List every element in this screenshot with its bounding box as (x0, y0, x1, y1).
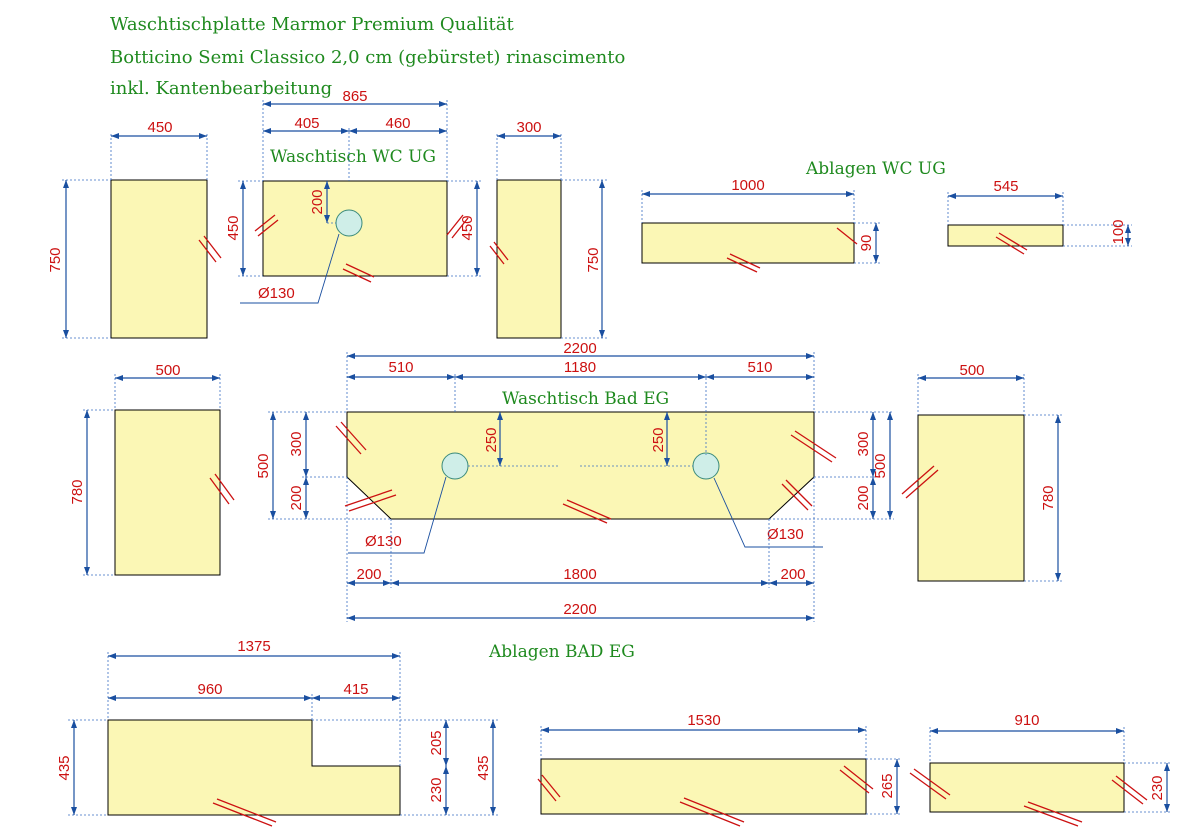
dim-shelf-l-960: 960 (197, 681, 222, 698)
part-wc-left-slab (110, 179, 208, 339)
sink-hole (335, 209, 363, 237)
header-line-2: Botticino Semi Classico 2,0 cm (gebürste… (110, 47, 625, 68)
label-waschtisch-bad-eg: Waschtisch Bad EG (502, 389, 669, 409)
dim-bad-hole-right-diameter: Ø130 (767, 526, 804, 543)
shelf-bad-l-slab (107, 719, 401, 816)
dim-bad-top-depth-right: 500 (872, 453, 889, 478)
shelf-bad-1530-slab (540, 758, 867, 815)
dim-shelf-230: 230 (1149, 775, 1166, 800)
part-ablagen-wc: Ablagen WC UG 1000 90 545 100 (641, 159, 1132, 273)
dim-shelf-l-415: 415 (343, 681, 368, 698)
dim-shelf-1530: 1530 (687, 712, 720, 729)
dim-wc-left-width: 450 (147, 119, 172, 136)
part-bad-right: 500 780 (901, 362, 1063, 582)
shelf-bad-l-shape: 1375 960 415 435 205 230 435 (56, 638, 498, 827)
dim-wc-hole-diameter: Ø130 (258, 285, 295, 302)
dim-wc-left-height: 750 (47, 247, 64, 272)
dim-wc-top-right-offset: 460 (385, 115, 410, 132)
part-wc-top: Waschtisch WC UG 865 405 460 200 450 450… (225, 88, 482, 304)
dim-wc-top-depth-right: 450 (459, 215, 476, 240)
dim-shelf-l-435-right: 435 (475, 755, 492, 780)
dim-wc-top-width: 865 (342, 88, 367, 105)
sink-hole-right (692, 452, 720, 480)
shelf-wc-545 (947, 224, 1064, 247)
dim-bad-bottom-1800: 1800 (563, 566, 596, 583)
dim-shelf-wc-545: 545 (993, 178, 1018, 195)
dim-shelf-wc-1000: 1000 (731, 177, 764, 194)
dim-bad-left-200: 200 (288, 485, 305, 510)
shelf-wc-1000 (641, 222, 855, 264)
part-bad-top: Waschtisch Bad EG 2200 510 1180 510 250 … (255, 340, 894, 622)
part-wc-right: 300 750 (489, 119, 607, 339)
part-bad-top-slab (346, 411, 815, 520)
dim-bad-top-total: 2200 (563, 340, 596, 357)
label-ablagen-wc-ug: Ablagen WC UG (805, 159, 946, 179)
dim-bad-left-300: 300 (288, 431, 305, 456)
dim-bad-right-300: 300 (855, 431, 872, 456)
dim-wc-hole-depth: 200 (309, 189, 326, 214)
dim-bad-bottom-total: 2200 (563, 601, 596, 618)
header-line-3: inkl. Kantenbearbeitung (110, 78, 332, 99)
dim-bad-hole-left-diameter: Ø130 (365, 533, 402, 550)
shelf-bad-910-slab (929, 762, 1125, 813)
dim-shelf-l-435-left: 435 (56, 755, 73, 780)
dim-shelf-910: 910 (1014, 712, 1039, 729)
part-wc-top-slab (262, 180, 448, 277)
part-wc-left: 450 750 (47, 119, 222, 339)
dim-bad-right-200: 200 (855, 485, 872, 510)
dim-bad-left-height: 780 (69, 479, 86, 504)
part-bad-right-slab (917, 414, 1025, 582)
dim-bad-top-1180: 1180 (564, 359, 596, 376)
label-waschtisch-wc-ug: Waschtisch WC UG (270, 147, 436, 167)
dim-shelf-wc-100: 100 (1110, 219, 1127, 244)
dim-shelf-l-230: 230 (428, 777, 445, 802)
label-ablagen-bad-eg: Ablagen BAD EG (488, 642, 635, 662)
shelf-bad-910: 910 230 (909, 712, 1172, 827)
dim-shelf-l-205: 205 (428, 730, 445, 755)
shelf-bad-1530: 1530 265 (537, 712, 902, 827)
dim-wc-right-height: 750 (585, 247, 602, 272)
dim-shelf-wc-190: 90 (858, 235, 875, 252)
dim-bad-top-depth-left: 500 (255, 453, 272, 478)
dim-bad-left-width: 500 (155, 362, 180, 379)
dim-shelf-265: 265 (879, 773, 896, 798)
dim-shelf-l-1375: 1375 (237, 638, 270, 655)
dim-bad-right-width: 500 (959, 362, 984, 379)
dim-wc-right-width: 300 (516, 119, 541, 136)
dim-wc-top-depth-left: 450 (225, 215, 242, 240)
dim-bad-bottom-200-left: 200 (356, 566, 381, 583)
part-bad-left: 500 780 (69, 362, 235, 576)
dim-bad-right-height: 780 (1040, 485, 1057, 510)
dim-bad-top-510-right: 510 (747, 359, 772, 376)
dim-bad-top-510-left: 510 (388, 359, 413, 376)
header-line-1: Waschtischplatte Marmor Premium Qualität (110, 14, 514, 35)
dim-wc-top-left-offset: 405 (294, 115, 319, 132)
sink-hole-left (441, 452, 469, 480)
dim-bad-hole-right-depth: 250 (650, 427, 667, 452)
dim-bad-hole-left-depth: 250 (483, 427, 500, 452)
dim-bad-bottom-200-right: 200 (780, 566, 805, 583)
part-bad-left-slab (114, 409, 221, 576)
